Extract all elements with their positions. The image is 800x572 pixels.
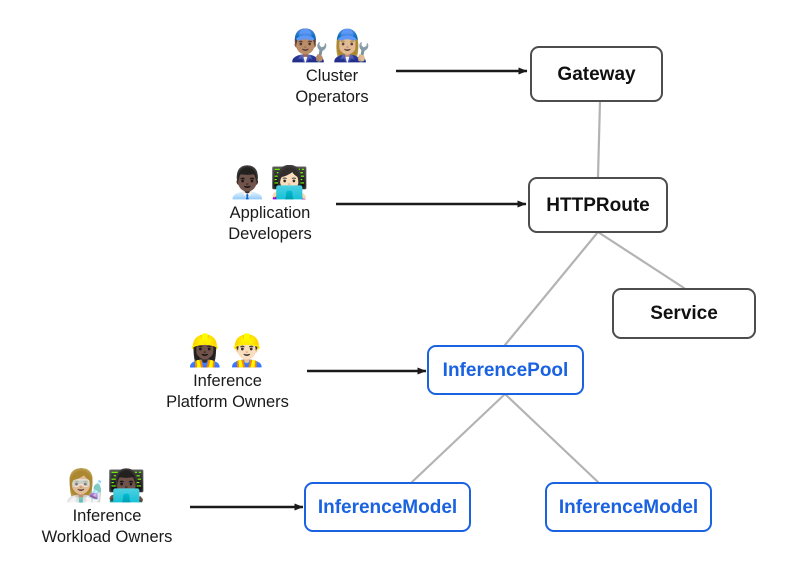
application-developers-icons: 👨🏿‍💼👩🏻‍💻 [228,165,312,200]
actor-label-cluster-operators: Cluster Operators [295,67,369,106]
inference-platform-owners-icons: 👷🏿‍♀️👷🏻‍♂️ [185,333,270,368]
inference-workload-owners-icons: 👩🏼‍🔬👨🏿‍💻 [65,468,149,503]
edge-httproute-inferencepool [503,230,600,347]
actor-label-application-developers: Application Developers [228,204,312,243]
edge-inferencepool-model-left [410,392,507,484]
node-httproute[interactable]: HTTPRoute [528,177,668,233]
actor-label-inference-platform-owners: Inference Platform Owners [166,372,289,411]
actor-label-inference-workload-owners: Inference Workload Owners [41,507,173,546]
node-service[interactable]: Service [612,288,756,339]
node-inferencepool[interactable]: InferencePool [427,345,584,395]
node-inferencemodel-right[interactable]: InferenceModel [545,482,712,532]
node-inferencemodel-left[interactable]: InferenceModel [304,482,471,532]
actor-inference-workload-owners: 👩🏼‍🔬👨🏿‍💻 Inference Workload Owners [33,468,181,548]
node-gateway[interactable]: Gateway [530,46,663,102]
edge-inferencepool-model-right [503,392,600,484]
edge-gateway-httproute [596,99,602,179]
edge-httproute-service [596,230,686,290]
actor-application-developers: 👨🏿‍💼👩🏻‍💻 Application Developers [200,165,340,245]
actor-inference-platform-owners: 👷🏿‍♀️👷🏻‍♂️ Inference Platform Owners [155,333,300,413]
cluster-operators-icons: 👨🏽‍🔧👩🏼‍🔧 [290,28,374,63]
actor-cluster-operators: 👨🏽‍🔧👩🏼‍🔧 Cluster Operators [262,28,402,108]
